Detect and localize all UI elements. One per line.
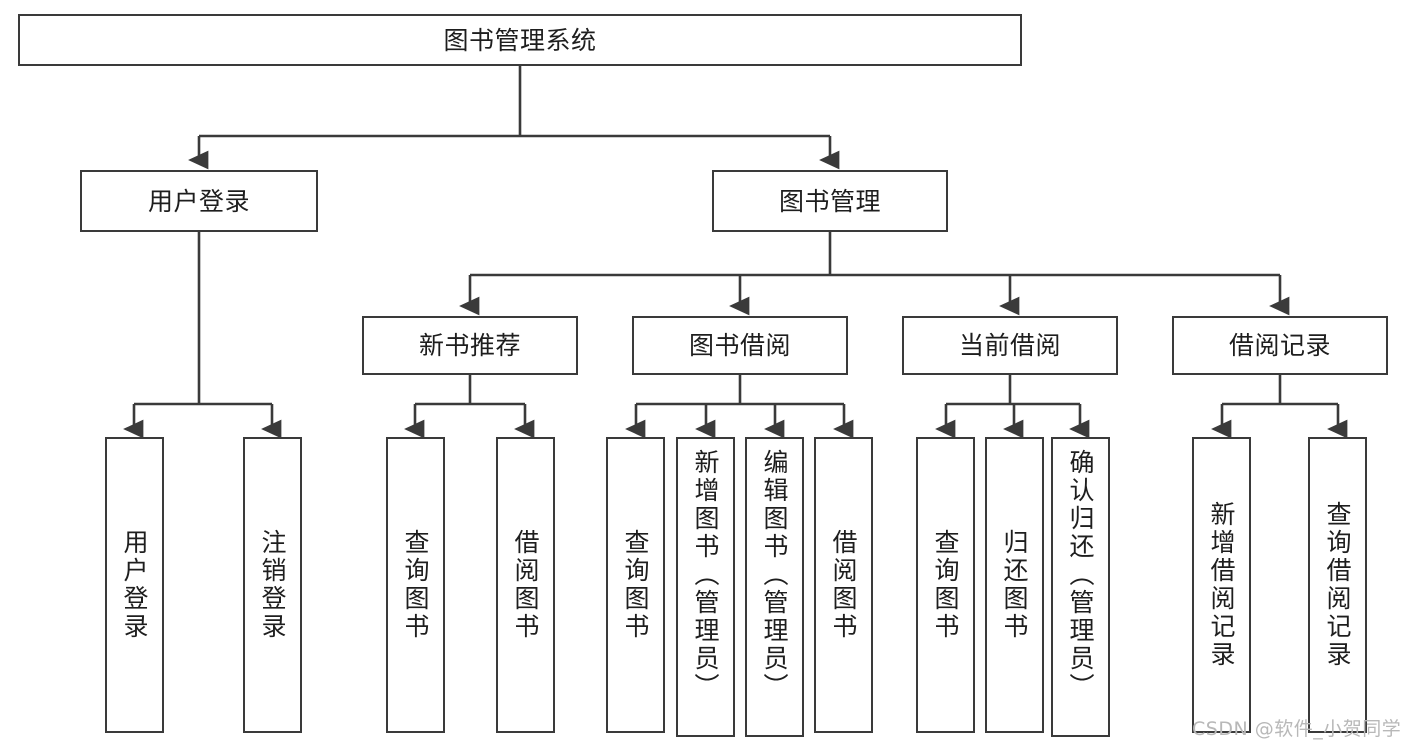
- node-label: 新书推荐: [418, 331, 521, 360]
- leaf-current-confirm-return-admin[interactable]: 确认归还（管理员）: [1051, 437, 1110, 737]
- node-borrow-record[interactable]: 借阅记录: [1172, 316, 1388, 375]
- leaf-recommend-query-book[interactable]: 查询图书: [386, 437, 445, 733]
- node-label: 确认归还（管理员）: [1066, 449, 1095, 701]
- node-label: 当前借阅: [958, 331, 1061, 360]
- node-label: 借阅图书: [829, 529, 858, 641]
- node-current-borrow[interactable]: 当前借阅: [902, 316, 1118, 375]
- leaf-user-logout-action[interactable]: 注销登录: [243, 437, 302, 733]
- node-label: 用户登录: [147, 186, 250, 216]
- node-new-book-recommend[interactable]: 新书推荐: [362, 316, 578, 375]
- csdn-watermark: CSDN @软件_小贺同学: [1192, 718, 1402, 740]
- leaf-borrow-query-book[interactable]: 查询图书: [606, 437, 665, 733]
- node-book-borrow[interactable]: 图书借阅: [632, 316, 848, 375]
- node-label: 借阅图书: [511, 529, 540, 641]
- leaf-current-query-book[interactable]: 查询图书: [916, 437, 975, 733]
- node-label: 编辑图书（管理员）: [760, 449, 789, 701]
- node-label: 注销登录: [258, 529, 287, 641]
- node-label: 查询图书: [621, 529, 650, 641]
- node-label: 借阅记录: [1228, 331, 1331, 360]
- leaf-borrow-edit-book-admin[interactable]: 编辑图书（管理员）: [745, 437, 804, 737]
- node-label: 图书管理: [778, 186, 881, 216]
- node-label: 新增图书（管理员）: [691, 449, 720, 701]
- node-label: 查询图书: [931, 529, 960, 641]
- leaf-borrow-add-book-admin[interactable]: 新增图书（管理员）: [676, 437, 735, 737]
- leaf-record-query-record[interactable]: 查询借阅记录: [1308, 437, 1367, 733]
- node-label: 新增借阅记录: [1207, 501, 1236, 669]
- node-label: 归还图书: [1000, 529, 1029, 641]
- node-label: 用户登录: [120, 529, 149, 641]
- node-label: 查询图书: [401, 529, 430, 641]
- node-user-login[interactable]: 用户登录: [80, 170, 318, 232]
- node-book-management[interactable]: 图书管理: [712, 170, 948, 232]
- leaf-recommend-borrow-book[interactable]: 借阅图书: [496, 437, 555, 733]
- leaf-current-return-book[interactable]: 归还图书: [985, 437, 1044, 733]
- node-label: 图书管理系统: [443, 25, 597, 55]
- node-root-system[interactable]: 图书管理系统: [18, 14, 1022, 66]
- node-label: 图书借阅: [688, 331, 791, 360]
- node-label: 查询借阅记录: [1323, 501, 1352, 669]
- leaf-record-add-record[interactable]: 新增借阅记录: [1192, 437, 1251, 733]
- leaf-borrow-borrow-book[interactable]: 借阅图书: [814, 437, 873, 733]
- leaf-user-login-action[interactable]: 用户登录: [105, 437, 164, 733]
